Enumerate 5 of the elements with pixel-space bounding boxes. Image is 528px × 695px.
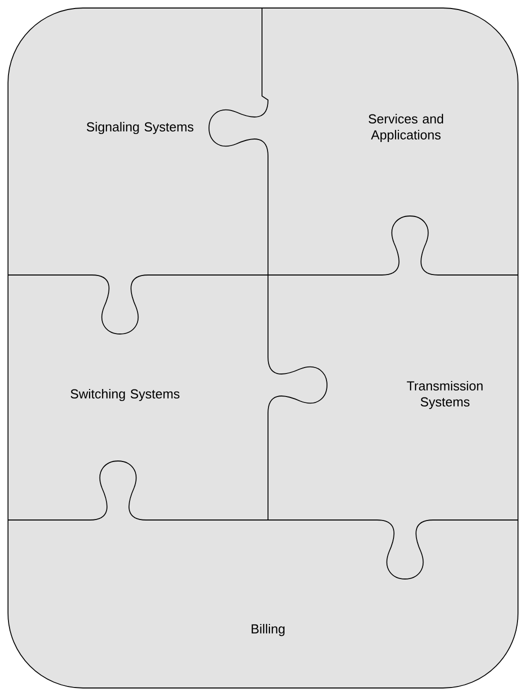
piece-label: Services and Applications [368, 114, 444, 142]
piece-label: Transmission Systems [406, 380, 483, 410]
piece-label: Billing [252, 624, 284, 636]
piece-label: Signaling Systems [86, 122, 194, 134]
piece-label: Switching Systems [70, 388, 180, 402]
